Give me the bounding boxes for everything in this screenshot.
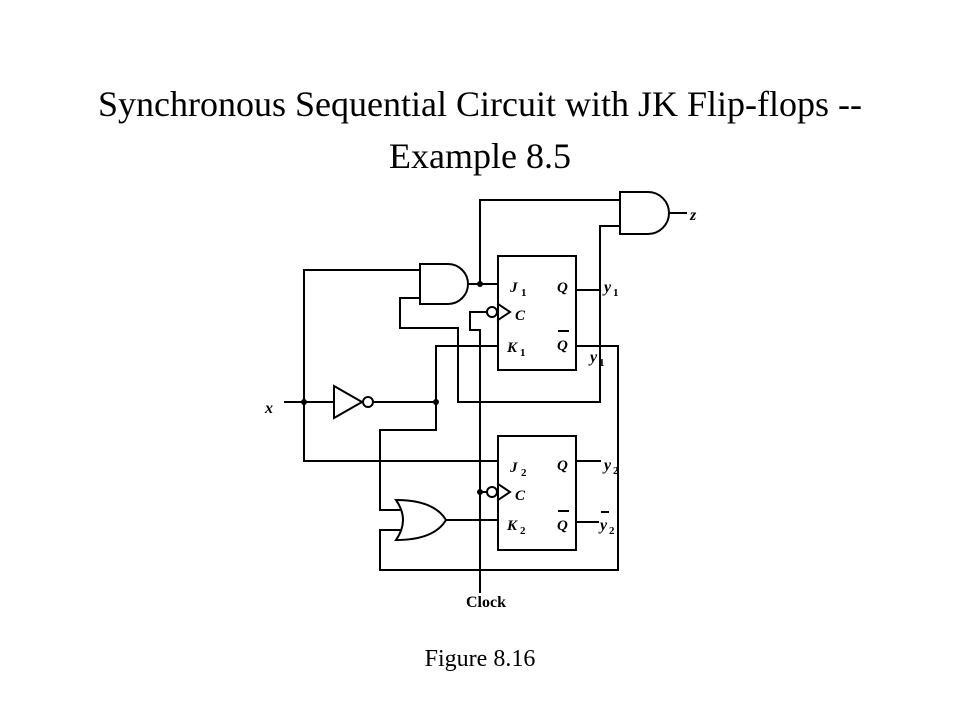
signal-y1bar-label: y <box>588 349 598 366</box>
wire-clock <box>479 491 488 593</box>
title-line-1: Synchronous Sequential Circuit with JK F… <box>98 84 862 124</box>
ff2-j-sub: 2 <box>521 467 527 479</box>
signal-x-label: x <box>264 400 273 417</box>
and-gate-j1 <box>419 263 469 305</box>
slide-title: Synchronous Sequential Circuit with JK F… <box>0 78 960 182</box>
ff2-q-label: Q <box>557 458 568 474</box>
junction-dot <box>477 489 483 495</box>
ff2-clock-bubble <box>486 486 498 498</box>
ff2-clock-triangle <box>496 482 512 502</box>
ff2-c-label: C <box>515 488 526 504</box>
wire-xbar-to-k1 <box>435 345 499 403</box>
or-gate-k2 <box>394 498 448 542</box>
junction-dot <box>433 399 439 405</box>
ff1-clock-triangle <box>496 302 512 322</box>
inverter-gate <box>333 384 365 420</box>
junction-dot <box>477 281 483 287</box>
signal-y1-sub: 1 <box>613 287 619 299</box>
jk-flipflop-2 <box>497 435 577 551</box>
signal-y2-sub: 2 <box>613 465 619 477</box>
wire-j1-to-output-and <box>479 199 621 285</box>
signal-y1bar-sub: 1 <box>599 357 605 369</box>
title-line-2: Example 8.5 <box>389 136 571 176</box>
ff1-k-label: K <box>506 340 518 356</box>
ff1-clock-bubble <box>486 306 498 318</box>
signal-y2-label: y <box>602 457 612 474</box>
signal-z-label: z <box>689 207 697 224</box>
jk-flipflop-1 <box>497 255 577 371</box>
ff2-k-label: K <box>506 518 518 534</box>
wire-x-bus <box>303 269 499 462</box>
wire-y1-feedback <box>399 289 601 403</box>
ff1-q-label: Q <box>557 280 568 296</box>
figure-caption: Figure 8.16 <box>424 646 536 672</box>
and-gate-output <box>619 191 670 235</box>
ff1-qbar-label: Q <box>557 338 568 354</box>
wire-xbar-down <box>379 401 437 511</box>
ff1-j-sub: 1 <box>521 287 527 299</box>
wire-y1bar <box>379 345 619 571</box>
junction-dot <box>301 399 307 405</box>
ff2-j-label: J <box>509 460 518 476</box>
ff1-c-label: C <box>515 308 526 324</box>
signal-y2bar-label: y <box>598 517 608 534</box>
signal-y1-label: y <box>602 279 612 296</box>
ff1-k-sub: 1 <box>520 347 526 359</box>
ff1-j-label: J <box>509 280 518 296</box>
signal-clock-label: Clock <box>466 594 506 611</box>
wire-y1-to-and <box>599 225 621 291</box>
wire-clock-ff1 <box>469 311 488 493</box>
signal-y2bar-sub: 2 <box>609 525 615 537</box>
ff2-qbar-label: Q <box>557 518 568 534</box>
ff2-k-sub: 2 <box>520 525 526 537</box>
inverter-bubble <box>362 396 374 408</box>
